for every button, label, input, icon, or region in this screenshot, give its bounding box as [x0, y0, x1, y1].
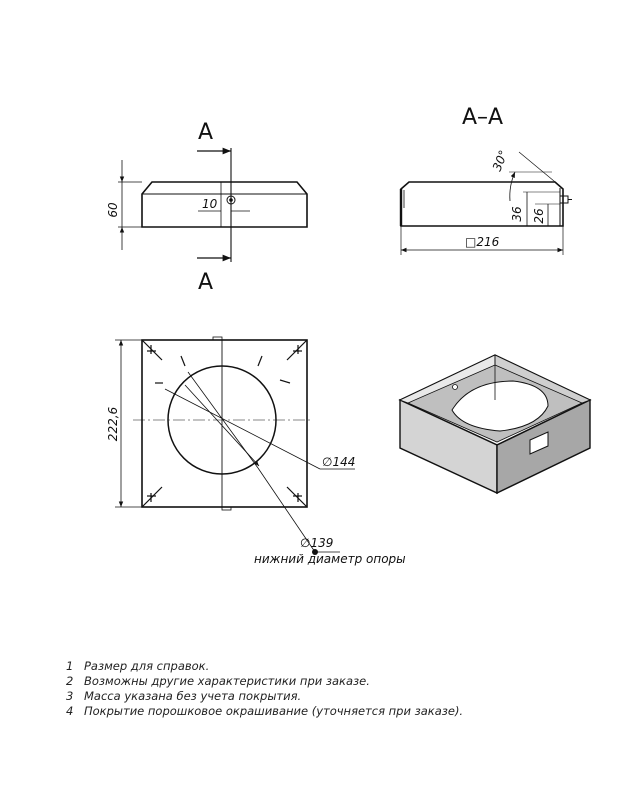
note-num: 1	[66, 659, 73, 673]
diam-139-label: ∅139	[300, 536, 333, 550]
note-text: Размер для справок.	[84, 659, 209, 673]
section-view	[399, 151, 572, 255]
section-bolt	[559, 195, 569, 204]
notes-block: 1 Размер для справок. 2 Возможны другие …	[66, 659, 463, 718]
note-text: Возможны другие характеристики при заказ…	[84, 674, 370, 688]
dim-36-label: 36	[510, 206, 524, 222]
diam-144-label: ∅144	[322, 455, 355, 469]
plan-view	[115, 336, 355, 553]
note-num: 4	[66, 704, 73, 718]
height-dim-label: 60	[106, 202, 120, 218]
front-body-outline	[141, 181, 308, 228]
isometric-view	[398, 354, 592, 495]
leader-dot	[312, 549, 318, 555]
note-text: Покрытие порошковое окрашивание (уточняе…	[84, 704, 463, 718]
section-title: A–A	[462, 105, 503, 130]
note-num: 2	[66, 674, 73, 688]
note-num: 3	[66, 689, 73, 703]
width-dim-label: □216	[465, 235, 500, 249]
note-text: Масса указана без учета покрытия.	[84, 689, 301, 703]
plan-square	[141, 339, 308, 508]
dim-26-label: 26	[532, 208, 546, 224]
bottom-diam-note: нижний диаметр опоры	[254, 552, 406, 566]
front-view	[118, 147, 308, 262]
hole-offset-dim-label: 10	[202, 197, 218, 211]
section-mark-bottom: A	[198, 270, 213, 295]
angle-dim-label: 30°	[490, 148, 511, 173]
plan-size-dim-label: 222,6	[106, 406, 120, 441]
section-mark-top: A	[198, 120, 213, 145]
